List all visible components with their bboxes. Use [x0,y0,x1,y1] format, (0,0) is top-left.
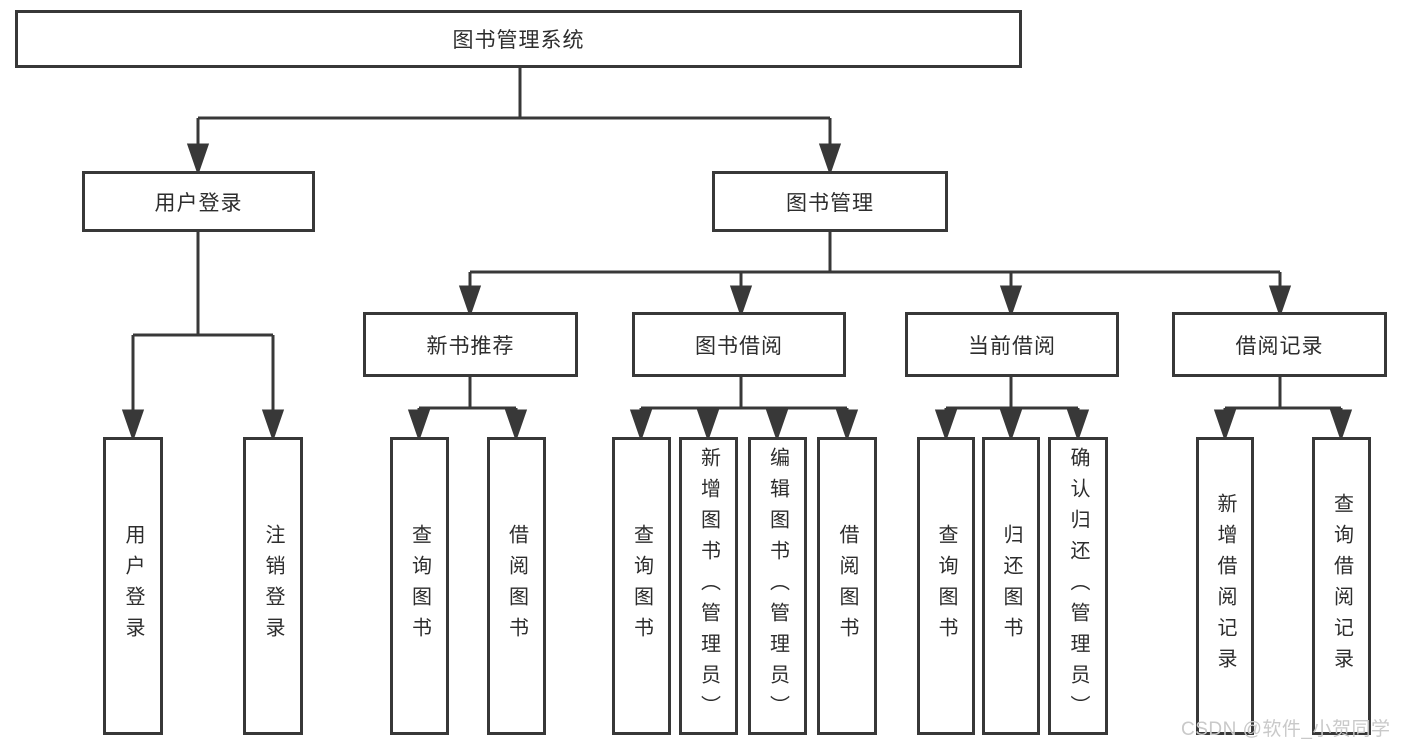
arrowhead [696,409,720,442]
node-leaf-borrow-books: 借阅图书 [817,437,877,735]
node-leaf-logout: 注销登录 [243,437,303,735]
arrowhead [504,409,528,442]
node-leaf-query-borrow-record: 查询借阅记录 [1312,437,1371,735]
arrowhead [934,409,958,442]
connectors-user-login [121,232,285,442]
arrowhead [1213,409,1237,442]
csdn-watermark: CSDN @软件_小贺同学 [1181,719,1391,740]
node-borrow-records: 借阅记录 [1172,312,1387,377]
arrowhead [407,409,431,442]
connector-path [1223,377,1343,412]
node-book-borrow: 图书借阅 [632,312,846,377]
arrowhead [835,409,859,442]
connectors-book-borrow [629,377,859,442]
node-new-book-recommend: 新书推荐 [363,312,578,377]
node-leaf-recommend-borrow-books: 借阅图书 [487,437,546,735]
arrowhead [261,409,285,442]
arrowhead [1066,409,1090,442]
node-root: 图书管理系统 [15,10,1022,68]
arrowhead [999,409,1023,442]
connector-path [639,377,849,412]
connector-path [468,232,1282,288]
connector-path [944,377,1080,412]
node-leaf-confirm-return-admin: 确认归还（管理员） [1048,437,1108,735]
node-current-borrow: 当前借阅 [905,312,1119,377]
node-book-manage: 图书管理 [712,171,948,232]
arrowhead [458,285,482,318]
arrowhead [629,409,653,442]
connectors-book-manage [458,232,1292,318]
arrowhead [1329,409,1353,442]
node-leaf-borrow-query-books: 查询图书 [612,437,671,735]
connectors-root [186,68,842,176]
node-leaf-return-books: 归还图书 [982,437,1040,735]
arrowhead [186,143,210,176]
node-leaf-recommend-query-books: 查询图书 [390,437,449,735]
node-leaf-add-books-admin: 新增图书（管理员） [679,437,738,735]
connectors-new-book [407,377,528,442]
connectors-borrow-records [1213,377,1353,442]
arrowhead [818,143,842,176]
connectors-current-borrow [934,377,1090,442]
arrowhead [999,285,1023,318]
node-leaf-user-login: 用户登录 [103,437,163,735]
connector-path [131,232,275,412]
arrowhead [121,409,145,442]
arrowhead [729,285,753,318]
arrowhead [1268,285,1292,318]
node-leaf-edit-books-admin: 编辑图书（管理员） [748,437,807,735]
connector-path [417,377,518,412]
node-user-login: 用户登录 [82,171,315,232]
arrowhead [765,409,789,442]
connector-path [196,68,832,147]
node-leaf-add-borrow-record: 新增借阅记录 [1196,437,1254,735]
node-leaf-current-query-books: 查询图书 [917,437,975,735]
